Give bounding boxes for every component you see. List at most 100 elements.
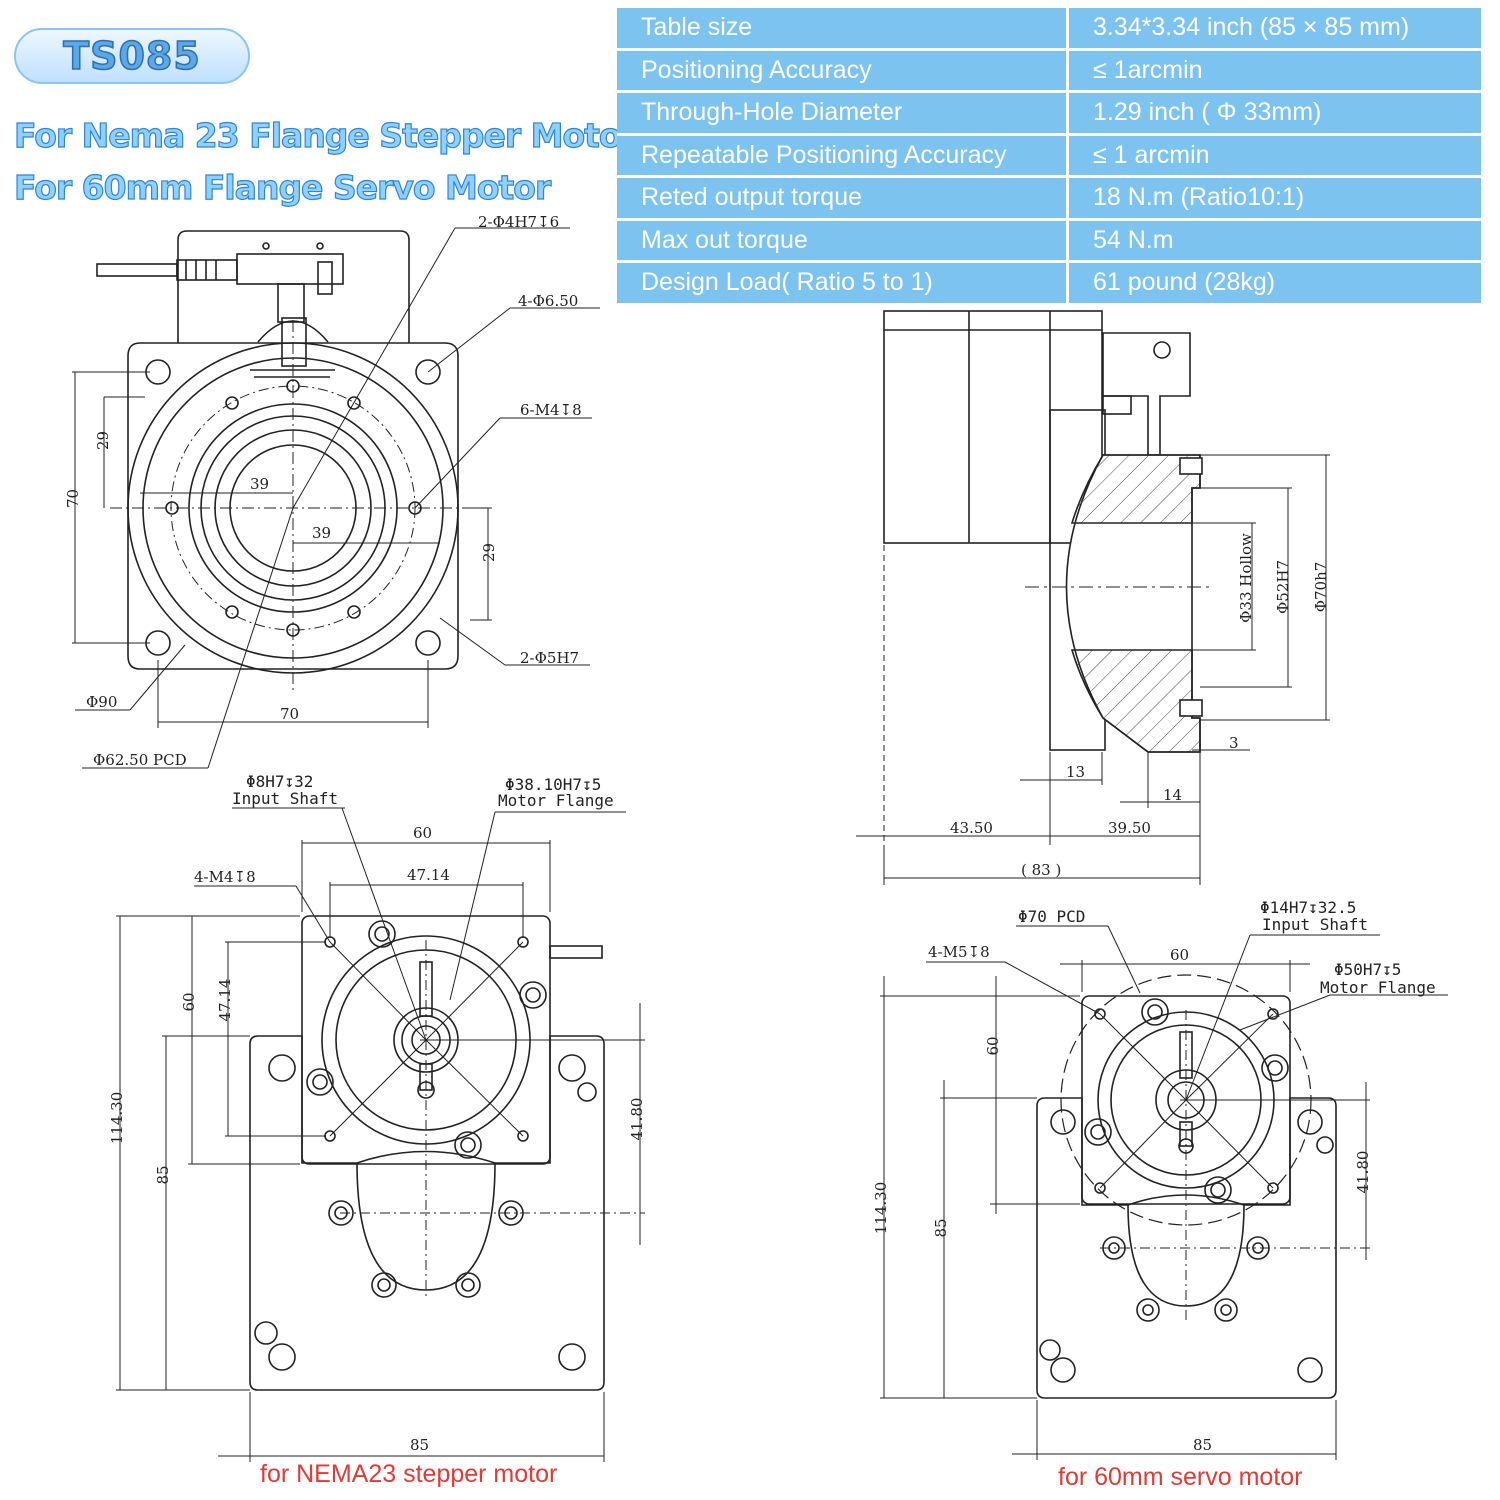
subtitle-servo: For 60mm Flange Servo Motor <box>13 167 551 207</box>
servo-dim-60-v: 60 <box>984 1036 1002 1055</box>
spec-label: Max out torque <box>617 219 1069 263</box>
spec-label: Design Load( Ratio 5 to 1) <box>617 261 1069 306</box>
spec-value: 54 N.m <box>1067 219 1481 263</box>
spec-value: ≤ 1arcmin <box>1067 49 1481 93</box>
stepper-dim-60-v: 60 <box>180 992 198 1011</box>
dim-70-horizontal: 70 <box>280 705 299 723</box>
dim-83: ( 83 ) <box>1021 861 1061 879</box>
mounting-hole <box>415 359 441 385</box>
dim-29-b: 29 <box>480 543 498 562</box>
servo-tapped-hole <box>1267 1182 1279 1194</box>
dim-14: 14 <box>1163 786 1182 804</box>
stepper-shaft-spec: Φ8H7↧32 <box>246 772 313 791</box>
dim-29-a: 29 <box>94 431 112 450</box>
sensor-bracket <box>1102 332 1191 456</box>
spec-label: Repeatable Positioning Accuracy <box>617 134 1069 178</box>
caption-servo: for 60mm servo motor <box>1058 1463 1303 1491</box>
stepper-flange-name: Motor Flange <box>498 791 614 810</box>
body-outline <box>127 342 459 670</box>
stepper-dim-60-h: 60 <box>413 824 432 842</box>
stepper-tapped-hole <box>517 1130 529 1142</box>
mounting-hole <box>415 630 441 656</box>
caption-stepper: for NEMA23 stepper motor <box>260 1460 558 1488</box>
stepper-shaft-name: Input Shaft <box>232 789 338 808</box>
servo-tapped: 4-M5↧8 <box>928 943 990 961</box>
model-badge: TS085 <box>14 28 250 84</box>
dim-39-a: 39 <box>250 475 269 493</box>
callout-tapped: 6-M4↧8 <box>520 401 582 419</box>
callout-pin: 2-Φ5H7 <box>520 649 579 667</box>
servo-flange-name: Motor Flange <box>1320 978 1436 997</box>
dim-13: 13 <box>1066 763 1085 781</box>
side-view-labels: Φ33 Hollow Φ52H7 Φ70h7 3 13 14 43.50 39.… <box>950 533 1330 879</box>
subtitle-stepper: For Nema 23 Flange Stepper Motor <box>13 115 637 155</box>
model-name: TS085 <box>62 33 201 79</box>
servo-dim-85-v: 85 <box>932 1218 950 1237</box>
dim-39-50: 39.50 <box>1108 819 1151 837</box>
dim-43-50: 43.50 <box>950 819 993 837</box>
spec-value: 1.29 inch ( Φ 33mm) <box>1067 91 1481 136</box>
stepper-dim-47-h: 47.14 <box>407 866 450 884</box>
spec-value: ≤ 1 arcmin <box>1067 134 1481 178</box>
spec-value: 18 N.m (Ratio10:1) <box>1067 176 1481 221</box>
servo-dim-114: 114.30 <box>872 1182 890 1235</box>
servo-dim-85-h: 85 <box>1193 1436 1212 1454</box>
top-view <box>72 227 600 769</box>
dim-39-b: 39 <box>312 524 331 542</box>
servo-base-plate <box>1036 1097 1337 1399</box>
sensor-housing-outline <box>177 230 410 343</box>
pcd-label: Φ62.50 PCD <box>93 751 187 769</box>
top-view-labels: 2-Φ4H7↧6 4-Φ6.50 6-M4↧8 2-Φ5H7 Φ90 Φ62.5… <box>64 213 582 769</box>
spec-label: Positioning Accuracy <box>617 49 1069 93</box>
servo-shaft-name: Input Shaft <box>1262 915 1368 934</box>
servo-view <box>880 925 1448 1460</box>
servo-dim-60-h: 60 <box>1170 946 1189 964</box>
servo-tapped-hole <box>1094 1182 1106 1194</box>
spec-label: Table size <box>617 8 1069 51</box>
stepper-dim-85-h: 85 <box>410 1436 429 1454</box>
sensor <box>96 242 344 378</box>
spec-label: Reted output torque <box>617 176 1069 221</box>
stepper-dim-114: 114.30 <box>108 1092 126 1145</box>
stepper-dim-41: 41.80 <box>628 1098 646 1141</box>
callout-holes: 4-Φ6.50 <box>518 292 578 310</box>
servo-dim-41: 41.80 <box>1354 1151 1372 1194</box>
servo-pcd: Φ70 PCD <box>1018 907 1085 926</box>
spec-row: Positioning Accuracy≤ 1arcmin <box>617 49 1481 93</box>
tapped-hole <box>347 605 361 619</box>
stepper-dim-85-v: 85 <box>154 1165 172 1184</box>
servo-view-labels: Φ70 PCD Φ14H7↧32.5 Input Shaft Φ50H7↧5 M… <box>872 898 1436 1454</box>
spec-value: 3.34*3.34 inch (85 × 85 mm) <box>1067 8 1481 51</box>
tapped-hole <box>347 396 361 410</box>
stepper-view <box>116 807 645 1462</box>
servo-flange-spec: Φ50H7↧5 <box>1334 960 1401 979</box>
stepper-tapped: 4-M4↧8 <box>194 868 256 886</box>
servo-shaft-spec: Φ14H7↧32.5 <box>1260 898 1356 917</box>
spec-label: Through-Hole Diameter <box>617 91 1069 136</box>
servo-tapped-hole <box>1094 1008 1106 1020</box>
stepper-dim-47-v: 47.14 <box>216 979 234 1022</box>
motor-body <box>883 310 1103 544</box>
spec-row: Design Load( Ratio 5 to 1)61 pound (28kg… <box>617 261 1481 306</box>
side-view <box>856 310 1330 885</box>
tapped-hole <box>225 396 239 410</box>
stepper-flange-spec: Φ38.10H7↧5 <box>505 775 601 794</box>
tapped-hole <box>225 605 239 619</box>
dim-spigot: Φ70h7 <box>1312 562 1330 613</box>
stepper-view-labels: Φ8H7↧32 Input Shaft Φ38.10H7↧5 Motor Fla… <box>108 772 646 1454</box>
servo-tapped-hole <box>1267 1008 1279 1020</box>
dim-bore: Φ52H7 <box>1274 560 1292 614</box>
spec-value: 61 pound (28kg) <box>1067 261 1481 306</box>
dim-3: 3 <box>1229 734 1239 752</box>
spec-row: Repeatable Positioning Accuracy≤ 1 arcmi… <box>617 134 1481 178</box>
callout-dowel: 2-Φ4H7↧6 <box>478 213 559 231</box>
stepper-base-plate <box>249 1035 605 1391</box>
dia-body: Φ90 <box>86 693 117 711</box>
dim-hollow: Φ33 Hollow <box>1237 533 1255 623</box>
